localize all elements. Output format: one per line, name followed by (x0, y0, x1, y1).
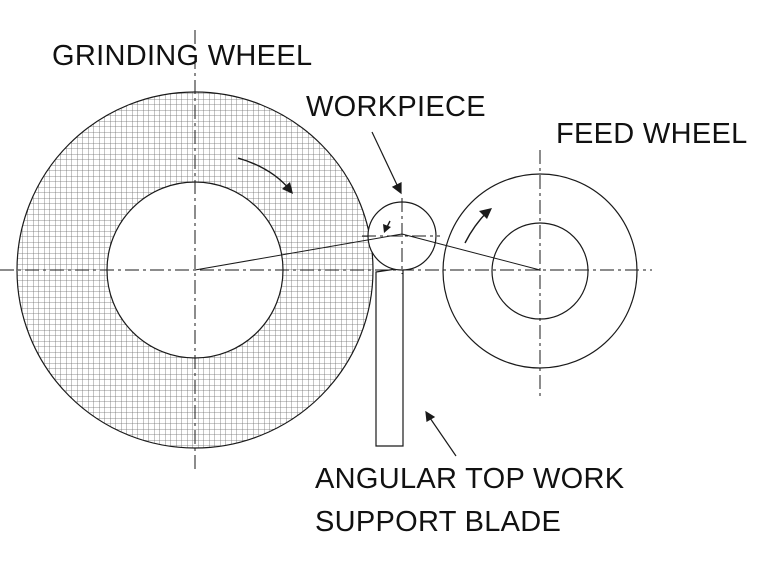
grinding-to-workpiece-line (194, 233, 403, 271)
workpiece-to-feed-line (401, 233, 541, 271)
workpiece-label: WORKPIECE (306, 91, 486, 123)
grinding-wheel-rotation-arrow (237, 157, 293, 194)
arrow-head (479, 208, 492, 219)
arrow-head (391, 182, 402, 195)
feed-wheel-rotation-arrow (464, 208, 492, 244)
work-support-blade (375, 267, 404, 447)
leader-lines (371, 131, 457, 457)
arrow-head (282, 182, 293, 194)
feed-wheel-label: FEED WHEEL (556, 118, 748, 150)
arrow-head (383, 224, 391, 233)
center-lines (0, 30, 652, 470)
workpiece-rotation-arrow (383, 220, 391, 233)
blade-label-line-1: ANGULAR TOP WORK (315, 463, 625, 495)
blade-label-line-2: SUPPORT BLADE (315, 506, 562, 538)
center-connecting-lines (194, 233, 541, 271)
blade-leader (429, 417, 457, 457)
arrow-head (425, 410, 436, 422)
grinding-wheel-label: GRINDING WHEEL (52, 40, 313, 72)
workpiece-leader (371, 131, 399, 188)
